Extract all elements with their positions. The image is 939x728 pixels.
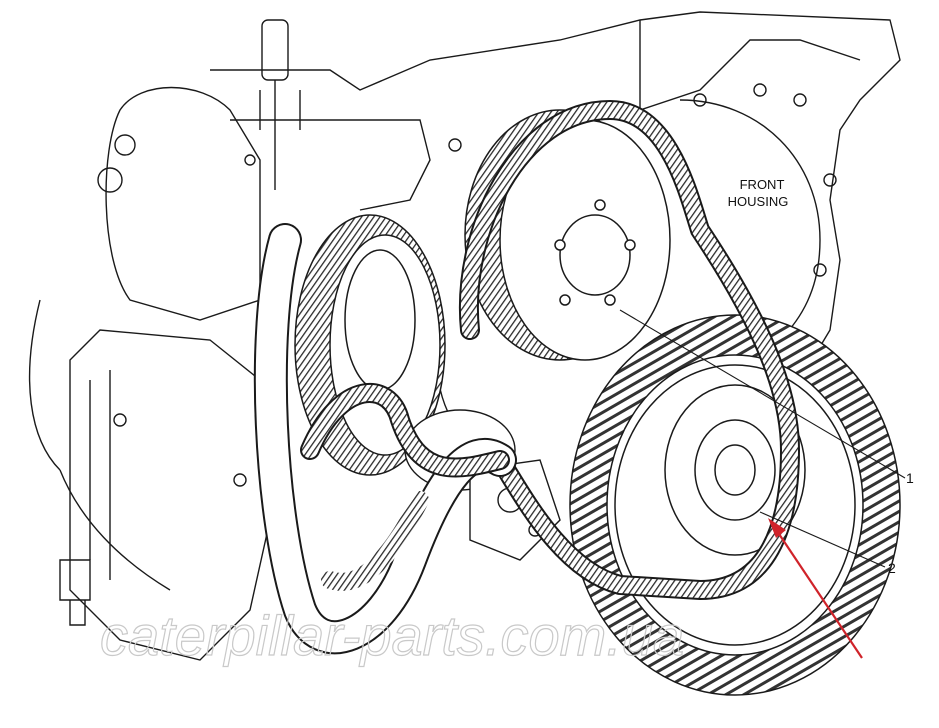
leader-lines <box>619 309 906 568</box>
water-pump-pulley <box>464 109 671 361</box>
drive-belt-main <box>458 99 801 601</box>
callout-2: 2 <box>888 560 896 576</box>
watermark: caterpillar-parts.com.ua <box>100 604 684 667</box>
housing-label-line2: HOUSING <box>728 194 789 209</box>
crankshaft-pulley <box>569 314 901 696</box>
highlight-arrow <box>768 518 863 659</box>
callout-1: 1 <box>906 470 914 486</box>
drive-belt-secondary <box>253 223 517 655</box>
housing-label-line1: FRONT <box>740 177 785 192</box>
